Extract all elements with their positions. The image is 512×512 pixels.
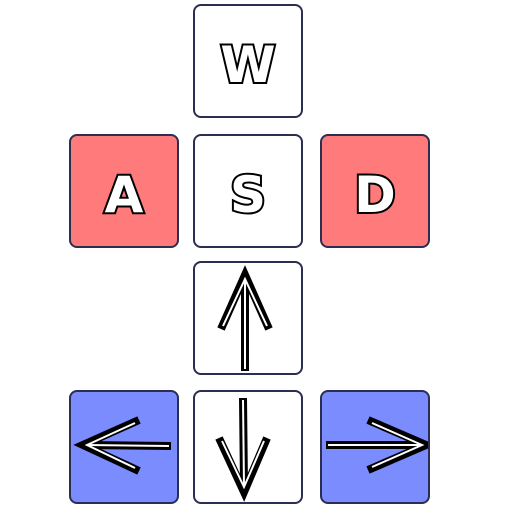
key-d[interactable]: D bbox=[320, 134, 430, 248]
key-w[interactable]: W bbox=[193, 4, 303, 118]
key-w-glyph: W bbox=[218, 34, 277, 96]
key-arrow-down[interactable] bbox=[193, 390, 303, 504]
arrow-up-icon bbox=[217, 265, 273, 371]
key-a-label: A bbox=[105, 166, 144, 224]
key-w-label: W bbox=[220, 36, 275, 94]
key-arrow-left[interactable] bbox=[69, 390, 179, 504]
arrow-down-icon bbox=[215, 397, 271, 502]
key-arrow-right[interactable] bbox=[320, 390, 430, 504]
key-a-glyph: A bbox=[103, 164, 146, 226]
key-s[interactable]: S bbox=[193, 134, 303, 248]
key-s-glyph: S bbox=[228, 164, 268, 226]
key-arrow-up[interactable] bbox=[193, 261, 303, 375]
key-a[interactable]: A bbox=[69, 134, 179, 248]
arrow-left-icon bbox=[73, 416, 172, 475]
key-d-glyph: D bbox=[352, 164, 398, 226]
key-d-label: D bbox=[354, 166, 396, 224]
arrow-right-icon bbox=[326, 416, 428, 474]
key-s-label: S bbox=[230, 166, 266, 224]
